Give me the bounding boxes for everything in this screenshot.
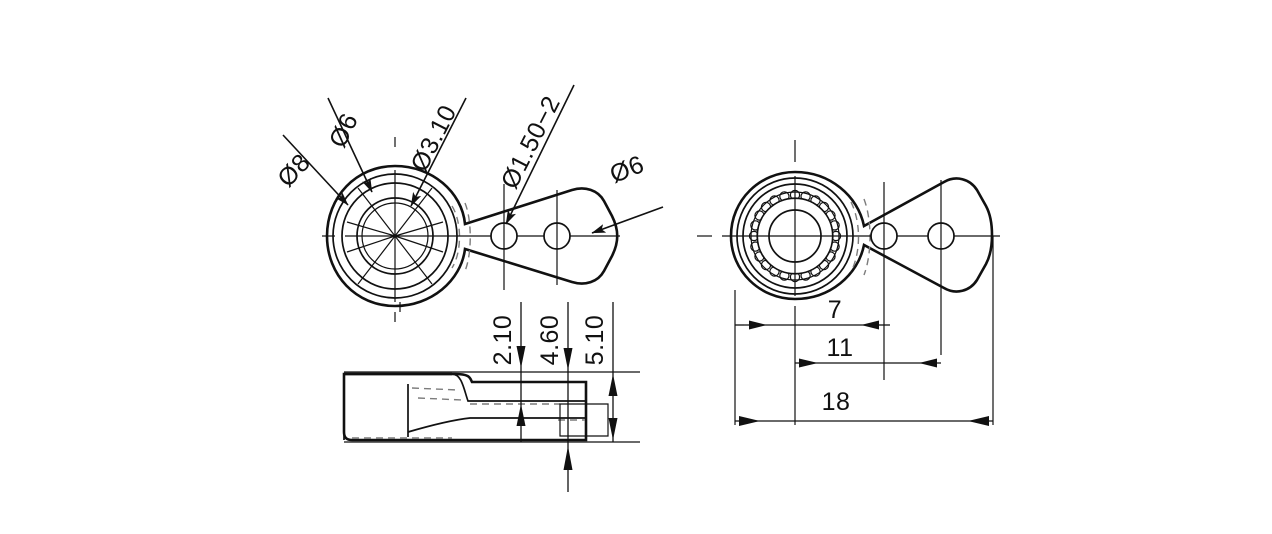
side-step-rect	[559, 403, 609, 437]
dim-7: 7	[735, 296, 890, 330]
right-arm-hidden-edge	[863, 198, 871, 276]
dim-460: 4.60	[536, 302, 573, 492]
dim-7-label: 7	[828, 296, 842, 324]
dim-11: 11	[795, 334, 941, 368]
left-arm-hole-2	[543, 190, 571, 285]
left-view-centerline	[322, 137, 620, 322]
left-hub-spokes	[346, 187, 444, 285]
left-hub-hidden-arc	[451, 205, 461, 269]
leader-dia150-2	[505, 84, 575, 225]
side-fillet	[451, 373, 585, 402]
leader-dia6-hub	[327, 97, 373, 193]
left-arm-hidden-edge	[464, 202, 471, 272]
dim-11-label: 11	[827, 334, 854, 362]
dim-210: 2.10	[489, 302, 526, 442]
right-body-outline	[729, 170, 994, 301]
right-arm-hole-2	[927, 180, 955, 355]
leader-dia6-end	[591, 206, 664, 234]
side-extension-lines	[344, 371, 640, 443]
dim-510-label: 5.10	[581, 315, 609, 366]
right-hub-hidden-arc	[850, 201, 860, 273]
leader-dia310	[410, 97, 467, 207]
dim-460-label: 4.60	[536, 315, 564, 366]
side-lower-taper	[407, 417, 585, 433]
left-arm-hole-1	[490, 184, 518, 290]
leader-dia8	[282, 134, 349, 206]
dim-210-label: 2.10	[489, 315, 517, 366]
dim-18-label: 18	[822, 388, 851, 416]
left-body-outline	[325, 164, 619, 308]
front-view-right: 7 11 18	[697, 140, 1000, 426]
side-view: 2.10 4.60 5.10	[342, 302, 640, 492]
dim-18: 18	[735, 388, 993, 426]
dim-510: 5.10	[581, 302, 618, 442]
right-arm-hole-1	[870, 182, 898, 380]
side-hidden-lines	[352, 387, 585, 439]
